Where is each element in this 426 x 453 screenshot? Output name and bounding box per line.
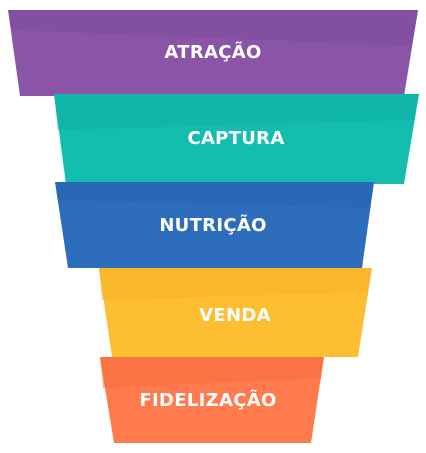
funnel-stage-fidelizacao: FIDELIZAÇÃO xyxy=(100,357,324,443)
funnel-stage-atracao: ATRAÇÃO xyxy=(8,10,418,96)
funnel-stage-fidelizacao-sheen xyxy=(100,357,324,388)
funnel-stage-atracao-sheen xyxy=(8,10,418,46)
funnel-stage-nutricao: NUTRIÇÃO xyxy=(55,182,374,268)
funnel-stage-captura-sheen xyxy=(54,94,419,130)
funnel-stage-venda-sheen xyxy=(99,268,372,300)
funnel-stage-nutricao-label: NUTRIÇÃO xyxy=(159,213,266,236)
funnel-stage-venda: VENDA xyxy=(99,268,372,357)
funnel-stage-atracao-label: ATRAÇÃO xyxy=(164,40,261,63)
funnel-stage-captura: CAPTURA xyxy=(54,94,419,184)
funnel-stage-nutricao-sheen xyxy=(55,182,374,208)
funnel-stage-venda-label: VENDA xyxy=(199,305,271,326)
funnel-stage-captura-label: CAPTURA xyxy=(187,128,284,149)
funnel-stage-fidelizacao-label: FIDELIZAÇÃO xyxy=(139,388,276,411)
